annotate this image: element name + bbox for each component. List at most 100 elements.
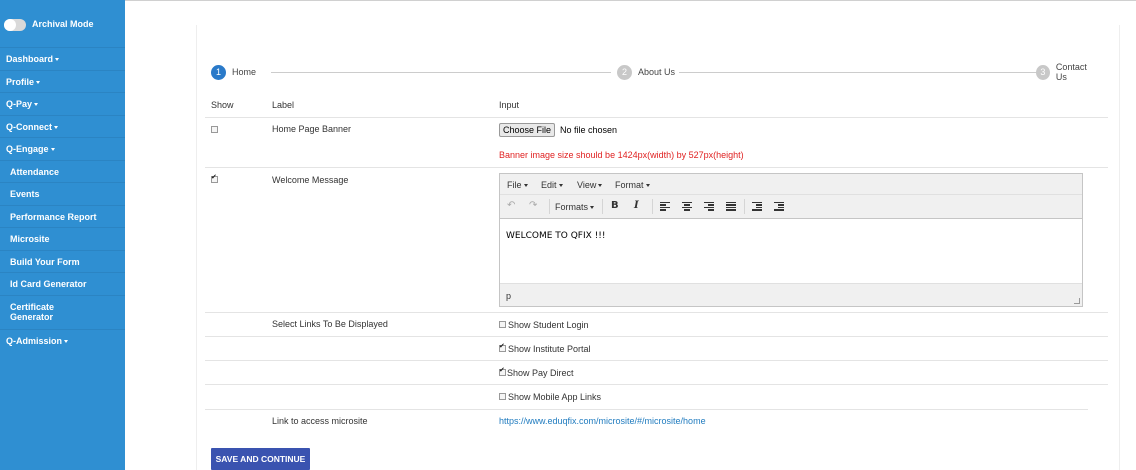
menu-label: Edit xyxy=(541,180,557,190)
align-center-icon[interactable] xyxy=(682,202,692,211)
step-home[interactable]: 1 Home xyxy=(211,64,261,80)
caret-down-icon xyxy=(34,103,39,107)
sidebar: Archival Mode Dashboard Profile Q-Pay Q-… xyxy=(0,0,125,470)
header-label: Label xyxy=(272,100,295,110)
welcome-label: Welcome Message xyxy=(272,175,349,185)
step-number: 2 xyxy=(617,64,632,80)
step-number: 3 xyxy=(1036,64,1050,80)
bold-icon[interactable]: B xyxy=(611,200,619,211)
menu-file[interactable]: File xyxy=(507,180,528,190)
sidebar-item-microsite[interactable]: Microsite xyxy=(0,227,125,250)
sidebar-item-label: Profile xyxy=(6,76,35,87)
undo-icon[interactable]: ↶ xyxy=(507,200,516,211)
sidebar-item-label: Performance Report xyxy=(10,211,97,222)
menu-edit[interactable]: Edit xyxy=(541,180,563,190)
menu-label: View xyxy=(577,180,597,190)
no-file-text: No file chosen xyxy=(560,125,618,135)
sidebar-item-build-your-form[interactable]: Build Your Form xyxy=(0,249,125,273)
archival-label: Archival Mode xyxy=(32,19,94,29)
sidebar-item-label: Build Your Form xyxy=(10,256,80,267)
sidebar-item-label: Dashboard xyxy=(6,54,54,64)
sidebar-item-label: Attendance xyxy=(10,166,60,177)
welcome-show-checkbox[interactable] xyxy=(211,173,218,183)
caret-down-icon xyxy=(54,125,58,129)
editor-menubar: File Edit View Format xyxy=(500,174,1082,195)
sidebar-item-label: Q-Pay xyxy=(6,99,33,109)
caret-down-icon xyxy=(523,184,528,188)
choose-file-button[interactable]: Choose File xyxy=(499,123,555,137)
sidebar-item-q-engage[interactable]: Q-Engage xyxy=(0,137,125,160)
sidebar-item-q-admission[interactable]: Q-Admission xyxy=(0,328,125,352)
sidebar-item-attendance[interactable]: Attendance xyxy=(0,159,125,183)
menu-view[interactable]: View xyxy=(577,180,603,190)
sidebar-item-label: Certificate Generator xyxy=(10,301,55,322)
sidebar-item-label: Microsite xyxy=(10,234,50,244)
step-number: 1 xyxy=(211,64,226,80)
row-divider xyxy=(205,384,1108,385)
formats-dropdown[interactable]: Formats xyxy=(555,202,595,212)
formats-label: Formats xyxy=(555,202,589,212)
main-card xyxy=(196,25,1120,470)
element-path: p xyxy=(506,291,512,301)
step-label: Contact Us xyxy=(1055,62,1101,82)
step-about-us[interactable]: 2 About Us xyxy=(617,64,680,80)
toolbar-separator xyxy=(549,199,550,214)
row-divider xyxy=(205,167,1108,168)
sidebar-item-label: Events xyxy=(10,189,40,199)
step-connector xyxy=(677,71,1037,73)
align-justify-icon[interactable] xyxy=(726,202,736,211)
banner-label: Home Page Banner xyxy=(272,124,352,134)
caret-down-icon xyxy=(558,184,563,188)
stepper: 1 Home 2 About Us 3 Contact Us xyxy=(211,62,1101,82)
caret-down-icon xyxy=(645,184,650,188)
resize-handle-icon[interactable] xyxy=(1074,298,1080,304)
toggle-knob xyxy=(4,19,16,31)
archival-toggle[interactable] xyxy=(4,19,26,31)
show-institute-portal-checkbox[interactable] xyxy=(499,342,506,352)
row-divider xyxy=(205,117,1108,118)
sidebar-item-events[interactable]: Events xyxy=(0,182,125,205)
step-contact-us[interactable]: 3 Contact Us xyxy=(1036,62,1101,82)
italic-icon[interactable]: I xyxy=(634,200,639,211)
step-connector xyxy=(271,71,611,73)
row-divider xyxy=(205,409,1088,410)
sidebar-item-label: Q-Admission xyxy=(6,335,63,346)
sidebar-item-q-connect[interactable]: Q-Connect xyxy=(0,114,125,138)
banner-show-checkbox[interactable] xyxy=(211,126,218,133)
show-mobile-app-links-checkbox[interactable] xyxy=(499,393,506,400)
caret-down-icon xyxy=(50,148,55,152)
menu-format[interactable]: Format xyxy=(615,180,650,190)
sidebar-nav: Dashboard Profile Q-Pay Q-Connect Q-Enga… xyxy=(0,47,125,351)
toolbar-separator xyxy=(744,199,745,214)
sidebar-item-dashboard[interactable]: Dashboard xyxy=(0,47,125,70)
show-institute-portal-label: Show Institute Portal xyxy=(508,344,591,354)
sidebar-item-q-pay[interactable]: Q-Pay xyxy=(0,92,125,115)
microsite-url-link[interactable]: https://www.eduqfix.com/microsite/#/micr… xyxy=(499,416,706,426)
row-divider xyxy=(205,312,1108,313)
save-and-continue-button[interactable]: SAVE AND CONTINUE xyxy=(211,448,310,470)
align-left-icon[interactable] xyxy=(660,202,670,211)
outdent-icon[interactable] xyxy=(752,202,762,211)
caret-down-icon xyxy=(55,58,60,62)
sidebar-item-certificate-generator[interactable]: Certificate Generator xyxy=(0,294,125,329)
editor-content[interactable]: WELCOME TO QFIX !!! xyxy=(506,231,606,241)
rich-text-editor: File Edit View Format ↶ ↷ Formats B I WE… xyxy=(499,173,1083,307)
show-pay-direct-checkbox[interactable] xyxy=(499,366,506,376)
sidebar-item-id-card-generator[interactable]: Id Card Generator xyxy=(0,272,125,295)
step-label: Home xyxy=(232,67,261,77)
show-student-login-label: Show Student Login xyxy=(508,320,589,330)
align-right-icon[interactable] xyxy=(704,202,714,211)
sidebar-item-label: Q-Engage xyxy=(6,144,49,154)
indent-icon[interactable] xyxy=(774,202,784,211)
banner-size-warning: Banner image size should be 1424px(width… xyxy=(499,150,744,160)
sidebar-item-profile[interactable]: Profile xyxy=(0,69,125,93)
step-label: About Us xyxy=(638,67,680,77)
toolbar-separator xyxy=(652,199,653,214)
header-show: Show xyxy=(211,100,234,110)
microsite-link-label: Link to access microsite xyxy=(272,416,368,426)
show-student-login-checkbox[interactable] xyxy=(499,321,506,328)
archival-mode[interactable]: Archival Mode xyxy=(0,10,125,42)
redo-icon[interactable]: ↷ xyxy=(529,200,538,211)
sidebar-item-performance-report[interactable]: Performance Report xyxy=(0,204,125,228)
sidebar-item-label: Id Card Generator xyxy=(10,279,87,289)
